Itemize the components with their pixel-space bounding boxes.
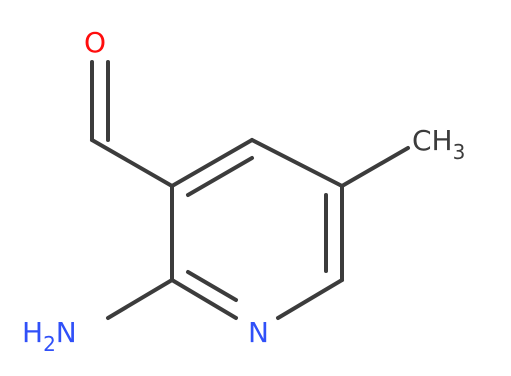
bond-n1-c2-inner xyxy=(186,270,238,302)
bond-c4-c5 xyxy=(250,138,344,188)
bond-cho-c3 xyxy=(90,138,174,188)
oxygen-label: O xyxy=(84,26,106,59)
amine-n: N xyxy=(56,316,77,349)
bond-c2-nh2 xyxy=(106,278,174,320)
ring-nitrogen-label: N xyxy=(248,316,269,349)
methyl-ch: CH xyxy=(412,124,453,157)
bond-c3-c4-inner xyxy=(186,156,254,197)
bond-n1-c2 xyxy=(170,278,238,320)
amine-subscript: 2 xyxy=(43,332,56,356)
amine-label: H2N xyxy=(22,316,77,356)
bond-c6-n1 xyxy=(276,278,344,320)
bond-c5-methyl xyxy=(340,146,410,188)
methyl-subscript: 3 xyxy=(453,140,466,164)
amine-h: H xyxy=(22,316,43,349)
methyl-label: CH3 xyxy=(412,124,465,164)
bond-c3-c4 xyxy=(170,138,254,188)
